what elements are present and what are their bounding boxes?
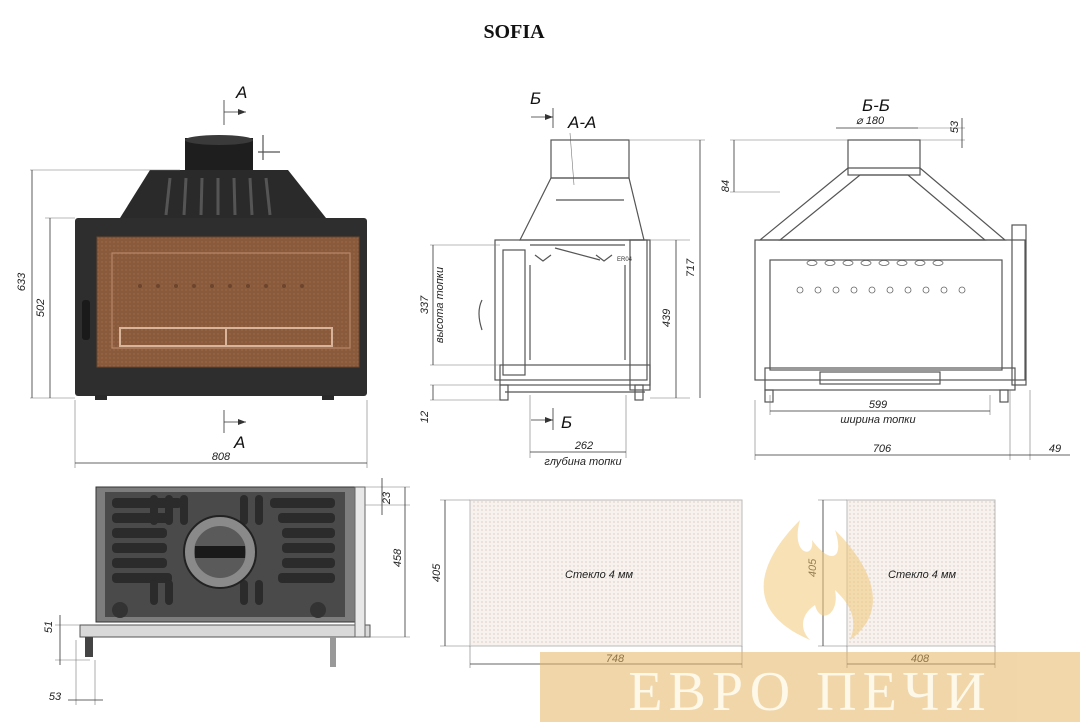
dim-502: 502 bbox=[35, 299, 47, 317]
section-mark-a-top: A bbox=[223, 83, 247, 125]
caption-firebox-depth: глубина топки bbox=[544, 456, 621, 468]
dim-599: 599 bbox=[869, 399, 887, 411]
section-mark-b-top: Б bbox=[530, 89, 554, 128]
side-section-aa: А-А Б Б ER04 bbox=[419, 89, 705, 468]
glass-caption-2: Стекло 4 мм bbox=[888, 569, 957, 581]
front-view: A A bbox=[16, 83, 368, 468]
dim-717: 717 bbox=[685, 258, 697, 277]
dim-405-a: 405 bbox=[431, 563, 443, 582]
watermark: ЕВРО ПЕЧИ bbox=[540, 520, 1080, 722]
section-label-b-bottom: Б bbox=[561, 413, 572, 432]
section-mark-a-bottom: A bbox=[223, 410, 246, 452]
glass-panel-1: Стекло 4 мм 405 748 bbox=[431, 499, 743, 668]
dim-180: 180 bbox=[866, 115, 885, 127]
base-plate bbox=[79, 624, 371, 638]
er04-badge: ER04 bbox=[617, 257, 633, 263]
top-view: 23 458 51 53 bbox=[43, 478, 410, 705]
dim-53-bottom: 53 bbox=[49, 691, 62, 703]
dim-84: 84 bbox=[720, 180, 732, 192]
dim-337: 337 bbox=[419, 295, 431, 314]
dim-12: 12 bbox=[419, 411, 431, 423]
diameter-symbol: ⌀ bbox=[856, 115, 864, 127]
dim-633: 633 bbox=[16, 272, 28, 291]
section-label-a-bottom: A bbox=[233, 433, 245, 452]
convection-hood bbox=[120, 170, 326, 218]
dim-706: 706 bbox=[873, 443, 892, 455]
dim-262: 262 bbox=[574, 440, 593, 452]
section-label-aa: А-А bbox=[567, 113, 596, 132]
caption-firebox-height: высота топки bbox=[434, 267, 446, 343]
section-label-b-top: Б bbox=[530, 89, 541, 108]
watermark-text: ЕВРО ПЕЧИ bbox=[628, 661, 991, 722]
dim-51: 51 bbox=[43, 621, 55, 633]
section-label-bb: Б-Б bbox=[862, 96, 890, 115]
caption-firebox-width: ширина топки bbox=[840, 414, 915, 426]
dim-53-top: 53 bbox=[949, 120, 961, 133]
dim-49: 49 bbox=[1049, 443, 1061, 455]
rear-section-bb: Б-Б ⌀ 180 53 84 bbox=[720, 96, 1070, 460]
section-label-a-top: A bbox=[235, 83, 247, 102]
dim-23: 23 bbox=[381, 491, 393, 505]
section-mark-b-bottom: Б bbox=[531, 408, 572, 432]
flame-logo bbox=[763, 520, 873, 640]
door-handle bbox=[82, 300, 90, 340]
dim-458: 458 bbox=[392, 548, 404, 567]
glass-caption-1: Стекло 4 мм bbox=[565, 569, 634, 581]
drawing-title: SOFIA bbox=[483, 21, 545, 43]
dim-439: 439 bbox=[661, 309, 673, 327]
dim-808: 808 bbox=[212, 451, 231, 463]
